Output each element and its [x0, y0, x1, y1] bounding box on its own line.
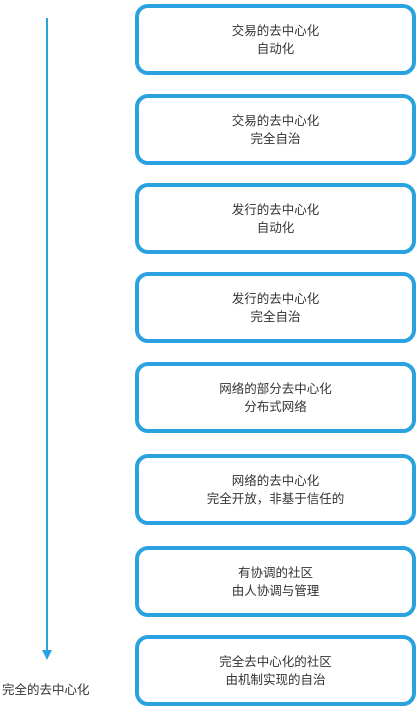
- stage-box-4: 发行的去中心化 完全自治: [135, 272, 416, 343]
- stage-title: 完全去中心化的社区: [219, 653, 332, 669]
- stage-subtitle: 自动化: [256, 40, 295, 56]
- stage-subtitle: 由机制实现的自治: [225, 671, 326, 687]
- stage-title: 发行的去中心化: [231, 201, 320, 217]
- stage-title: 交易的去中心化: [231, 112, 320, 128]
- stage-title: 交易的去中心化: [231, 22, 320, 38]
- stage-box-6: 网络的去中心化 完全开放，非基于信任的: [135, 454, 416, 525]
- stage-subtitle: 自动化: [256, 219, 295, 235]
- arrow-label: 完全的去中心化: [2, 682, 90, 697]
- arrow-head-icon: [42, 650, 52, 660]
- stage-subtitle: 分布式网络: [244, 398, 307, 414]
- stage-box-8: 完全去中心化的社区 由机制实现的自治: [135, 635, 416, 706]
- stage-title: 网络的去中心化: [231, 472, 320, 488]
- stage-box-3: 发行的去中心化 自动化: [135, 183, 416, 254]
- stage-title: 发行的去中心化: [231, 290, 320, 306]
- stage-subtitle: 完全自治: [250, 130, 301, 146]
- stage-subtitle: 由人协调与管理: [231, 582, 320, 598]
- stage-box-5: 网络的部分去中心化 分布式网络: [135, 362, 416, 433]
- stage-title: 有协调的社区: [237, 564, 313, 580]
- stage-box-1: 交易的去中心化 自动化: [135, 4, 416, 75]
- stage-box-2: 交易的去中心化 完全自治: [135, 94, 416, 165]
- stage-box-7: 有协调的社区 由人协调与管理: [135, 546, 416, 617]
- arrow-shaft: [46, 18, 48, 652]
- stage-subtitle: 完全开放，非基于信任的: [206, 490, 345, 506]
- stage-subtitle: 完全自治: [250, 308, 301, 324]
- stage-title: 网络的部分去中心化: [219, 380, 332, 396]
